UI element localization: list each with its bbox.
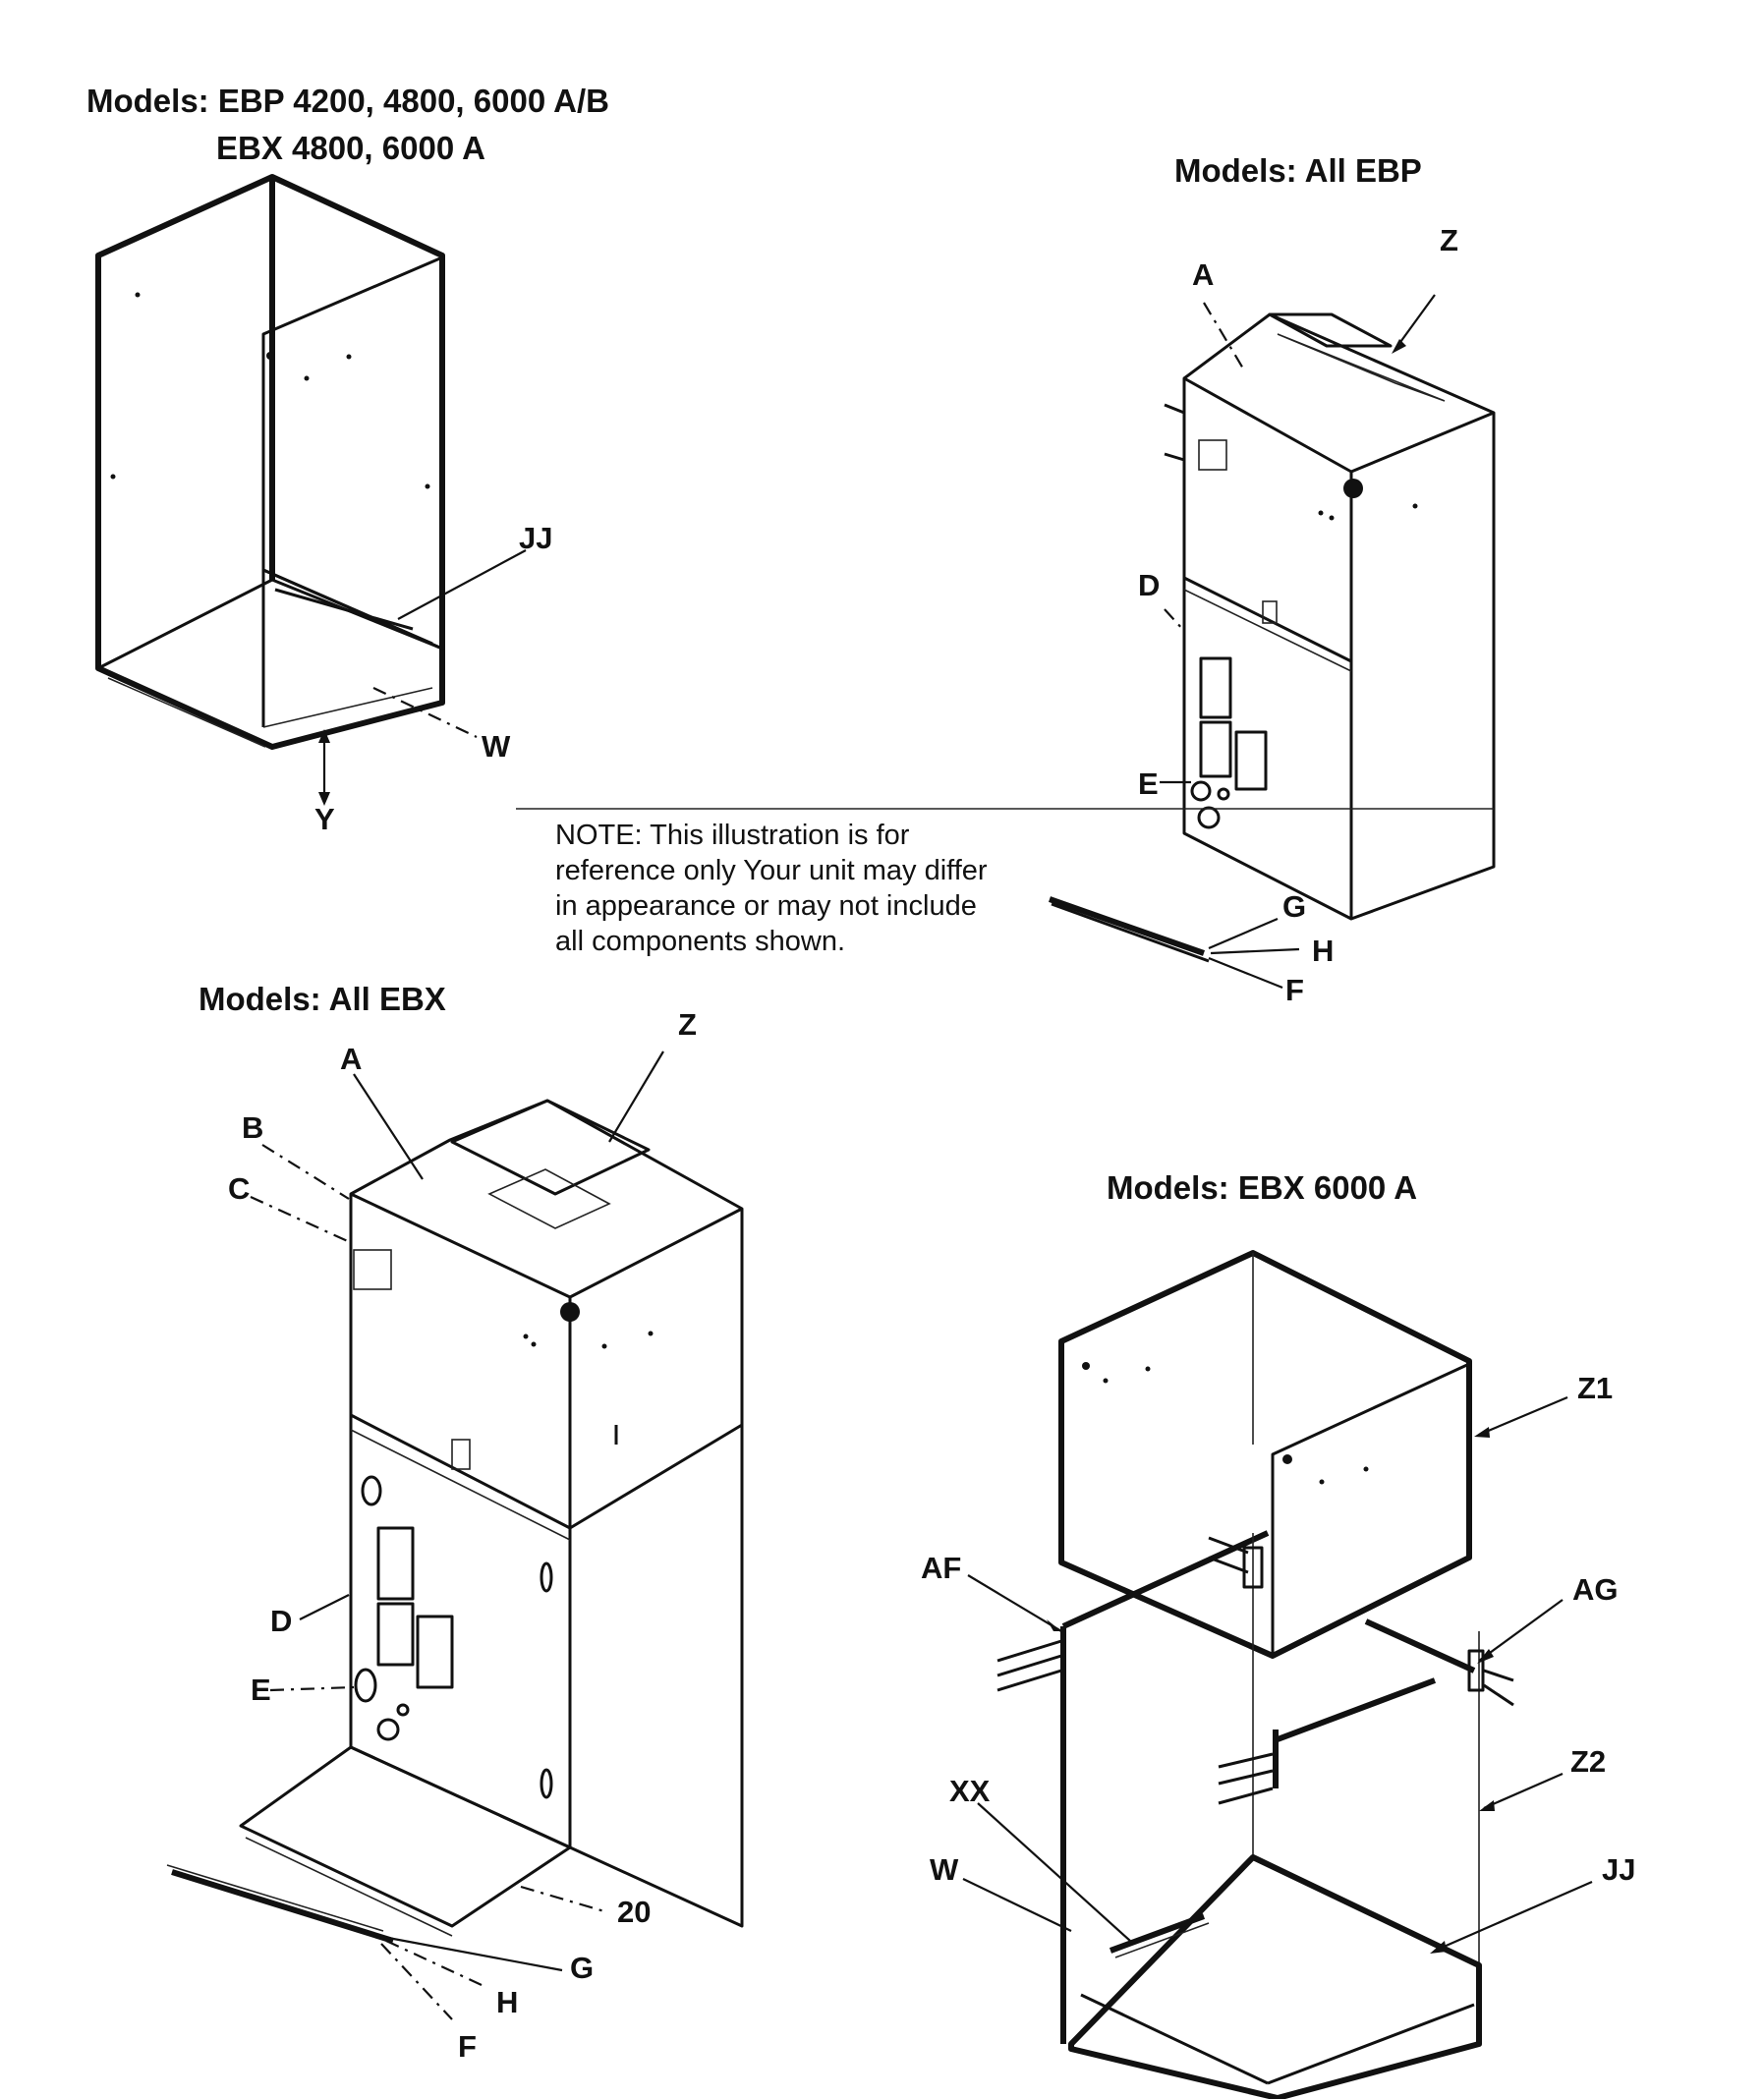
callout-w-ebx6000: W bbox=[930, 1852, 959, 1887]
title-bottom-left: Models: All EBX bbox=[199, 981, 446, 1017]
leader-z1 bbox=[1478, 1395, 1568, 1437]
leader-xx bbox=[977, 1802, 1131, 1942]
leader-g-ebp bbox=[1208, 917, 1279, 950]
callout-f-ebp: F bbox=[1285, 973, 1304, 1007]
leader-z-ebx bbox=[608, 1050, 664, 1143]
leader-h-ebx bbox=[385, 1940, 483, 1986]
callout-xx: XX bbox=[949, 1774, 991, 1808]
callout-y-top-left: Y bbox=[314, 802, 335, 836]
callout-z2: Z2 bbox=[1570, 1744, 1607, 1779]
leader-20-ebx bbox=[520, 1885, 605, 1913]
leader-w-top-left bbox=[372, 687, 478, 738]
title-top-left-line1: Models: EBP 4200, 4800, 6000 A/B bbox=[86, 83, 609, 119]
callout-ag: AG bbox=[1572, 1572, 1619, 1607]
callout-b-ebx: B bbox=[242, 1110, 264, 1145]
title-bottom-right: Models: EBX 6000 A bbox=[1107, 1169, 1418, 1206]
title-top-left-line2: EBX 4800, 6000 A bbox=[216, 130, 485, 166]
callout-a-ebx: A bbox=[340, 1042, 363, 1076]
leader-z2 bbox=[1483, 1772, 1564, 1810]
leader-jj-top-left bbox=[397, 549, 527, 620]
callout-e-ebp: E bbox=[1138, 766, 1159, 801]
leader-ag bbox=[1478, 1599, 1564, 1662]
leader-a-ebx bbox=[353, 1073, 424, 1180]
callout-h-ebp: H bbox=[1312, 934, 1335, 968]
title-top-right: Models: All EBP bbox=[1174, 152, 1422, 189]
callout-d-ebp: D bbox=[1138, 568, 1161, 602]
leader-af bbox=[967, 1574, 1062, 1632]
callout-f-ebx: F bbox=[458, 2029, 477, 2064]
callout-c-ebx: C bbox=[228, 1171, 251, 1206]
callout-jj-top-left: JJ bbox=[519, 521, 553, 555]
callout-a-ebp: A bbox=[1192, 257, 1215, 292]
leader-a-ebp bbox=[1203, 302, 1244, 369]
callout-af: AF bbox=[921, 1551, 962, 1585]
leader-jj-ebx6000 bbox=[1434, 1880, 1593, 1953]
cabinet-exploded-ebx6000 bbox=[996, 1250, 1514, 2099]
callout-jj-ebx6000: JJ bbox=[1602, 1852, 1636, 1887]
callout-d-ebx: D bbox=[270, 1604, 293, 1638]
leader-z-ebp bbox=[1394, 294, 1436, 350]
leader-w-ebx6000 bbox=[962, 1878, 1072, 1932]
callout-e-ebx: E bbox=[251, 1673, 271, 1707]
callout-g-ebp: G bbox=[1282, 889, 1307, 924]
leader-c-ebx bbox=[250, 1195, 353, 1245]
air-handler-ebp bbox=[1049, 312, 1496, 963]
leader-d-ebp bbox=[1164, 608, 1185, 632]
leader-b-ebx bbox=[261, 1144, 350, 1200]
cabinet-shell-top-left bbox=[95, 174, 445, 806]
callout-h-ebx: H bbox=[496, 1985, 519, 2019]
leader-h-ebp bbox=[1210, 947, 1300, 955]
air-handler-ebx bbox=[166, 1099, 744, 1944]
leader-f-ebx bbox=[380, 1943, 453, 2020]
leader-g-ebx bbox=[387, 1936, 563, 1972]
callout-g-ebx: G bbox=[570, 1951, 595, 1985]
callout-z1: Z1 bbox=[1577, 1371, 1614, 1405]
callout-z-ebx: Z bbox=[678, 1007, 697, 1042]
callout-z-ebp: Z bbox=[1440, 223, 1458, 257]
leader-d-ebx bbox=[299, 1594, 350, 1620]
leader-e-ebx bbox=[269, 1685, 355, 1692]
reference-note: NOTE: This illustration is for reference… bbox=[555, 820, 988, 957]
callout-20-ebx: 20 bbox=[617, 1895, 652, 1929]
leader-f-ebp bbox=[1208, 956, 1283, 990]
callout-w-top-left: W bbox=[482, 729, 511, 764]
